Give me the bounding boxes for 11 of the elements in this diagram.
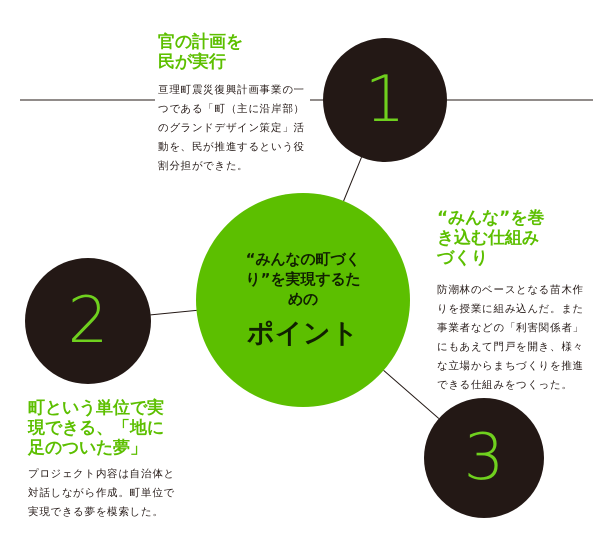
step-number: 1 [364, 68, 406, 132]
section-heading: 官の計画を民が実行 [158, 32, 244, 72]
circle-title: “みんなの町づくり”を実現するための [244, 249, 362, 309]
circle-heading: ポイント [247, 317, 359, 351]
step-number: 3 [464, 426, 504, 490]
section-heading: “みんな”を巻き込む仕組みづくり [437, 208, 546, 268]
connector-line [150, 310, 197, 316]
step-number: 2 [68, 289, 108, 353]
connector-line [343, 156, 362, 202]
section-heading: 町という単位で実現できる、「地に足のついた夢」 [28, 398, 165, 458]
connector-line [383, 370, 440, 420]
